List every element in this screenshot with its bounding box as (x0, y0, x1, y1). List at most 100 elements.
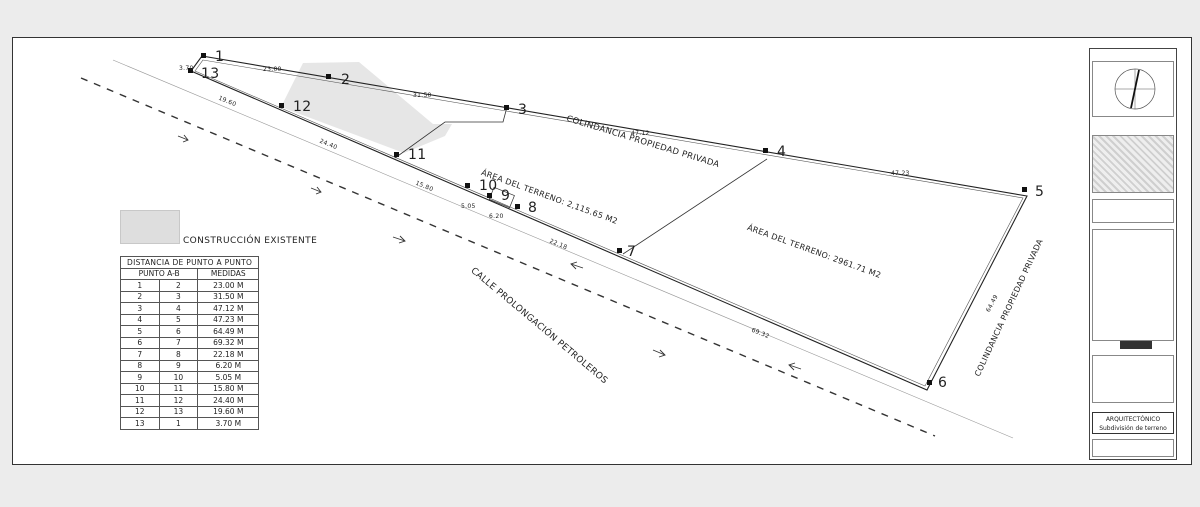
point-marker-3 (504, 105, 509, 110)
cell-from: 3 (120, 302, 160, 315)
firm-logo (1120, 341, 1152, 349)
point-label-10: 10 (479, 178, 498, 194)
cell-to: 13 (158, 405, 199, 418)
cell-measure: 15.80 M (197, 382, 260, 395)
cell-from: 1 (120, 279, 160, 292)
cell-measure: 6.20 M (197, 359, 260, 372)
cell-to: 6 (158, 325, 199, 338)
segment-8-9: 6.20 (489, 213, 504, 220)
owner-cell (1092, 355, 1174, 403)
point-marker-13 (188, 68, 193, 73)
cell-measure: 22.18 M (197, 348, 260, 361)
point-marker-8 (515, 204, 520, 209)
cell-from: 4 (120, 313, 160, 326)
cell-to: 5 (158, 313, 199, 326)
point-label-11: 11 (408, 147, 427, 163)
point-label-4: 4 (777, 144, 787, 160)
subdivision-line-b (622, 158, 768, 255)
segment-9-10: 5.05 (461, 203, 476, 210)
cell-measure: 23.00 M (197, 279, 260, 292)
point-marker-6 (927, 380, 932, 385)
cell-to: 11 (158, 382, 199, 395)
point-marker-1 (201, 53, 206, 58)
location-map (1092, 135, 1174, 193)
cell-to: 2 (158, 279, 199, 292)
cell-measure: 69.32 M (197, 336, 260, 349)
legend-existing-construction: CONSTRUCCIÓN EXISTENTE (183, 236, 318, 246)
point-label-12: 12 (293, 99, 312, 115)
property-boundary-inner (194, 59, 1024, 387)
cell-to: 12 (158, 394, 199, 407)
drawing-sheet: 1 2 3 4 5 6 7 8 9 10 11 12 13 23.00 31.5… (12, 37, 1192, 465)
legend-swatch (120, 210, 180, 244)
cell-to: 1 (158, 417, 199, 430)
cell-from: 2 (120, 290, 160, 303)
notes-cell (1092, 229, 1174, 341)
point-marker-5 (1022, 187, 1027, 192)
cell-from: 11 (120, 394, 160, 407)
point-marker-9 (487, 193, 492, 198)
existing-construction-area (281, 62, 452, 153)
col-measure: MEDIDAS (197, 267, 260, 280)
segment-2-3: 31.50 (413, 92, 432, 99)
col-points: PUNTO A-B (119, 267, 199, 280)
point-label-5: 5 (1035, 184, 1045, 200)
point-marker-12 (279, 103, 284, 108)
point-label-2: 2 (341, 72, 351, 88)
point-marker-2 (326, 74, 331, 79)
cell-from: 12 (120, 405, 160, 418)
discipline-label: ARQUITECTÓNICO (1105, 416, 1161, 423)
segment-1-2: 23.00 (263, 66, 282, 73)
property-boundary (190, 55, 1028, 391)
cell-to: 3 (158, 290, 199, 303)
cell-from: 13 (120, 417, 160, 430)
cell-measure: 19.60 M (197, 405, 260, 418)
cell-measure: 64.49 M (197, 325, 260, 338)
cell-to: 9 (158, 359, 199, 372)
street-edge (112, 59, 1014, 439)
cell-from: 9 (120, 371, 160, 384)
sheet-number-cell (1092, 439, 1174, 457)
traffic-arrows (177, 134, 802, 371)
cell-measure: 47.23 M (197, 313, 260, 326)
cell-to: 7 (158, 336, 199, 349)
point-label-8: 8 (528, 200, 538, 216)
cell-measure: 31.50 M (197, 290, 260, 303)
point-label-9: 9 (501, 188, 511, 204)
cell-measure: 5.05 M (197, 371, 260, 384)
point-label-7: 7 (627, 244, 637, 260)
subdivision-line-a (394, 106, 508, 159)
cell-to: 10 (158, 371, 199, 384)
cell-from: 5 (120, 325, 160, 338)
point-marker-7 (617, 248, 622, 253)
cell-measure: 24.40 M (197, 394, 260, 407)
point-label-3: 3 (518, 102, 528, 118)
point-marker-10 (465, 183, 470, 188)
point-label-1: 1 (215, 49, 225, 65)
cell-measure: 3.70 M (197, 417, 260, 430)
cell-from: 10 (120, 382, 160, 395)
cell-from: 7 (120, 348, 160, 361)
cell-to: 8 (158, 348, 199, 361)
cell-from: 8 (120, 359, 160, 372)
cell-from: 6 (120, 336, 160, 349)
distance-table: DISTANCIA DE PUNTO A PUNTO PUNTO A-B MED… (119, 256, 260, 430)
point-label-13: 13 (201, 66, 220, 82)
street-centerline (80, 77, 936, 437)
segment-13-1: 3.70 (179, 65, 194, 72)
north-arrow-cell (1092, 61, 1174, 117)
cell-to: 4 (158, 302, 199, 315)
site-plan-drawing (80, 53, 1028, 439)
